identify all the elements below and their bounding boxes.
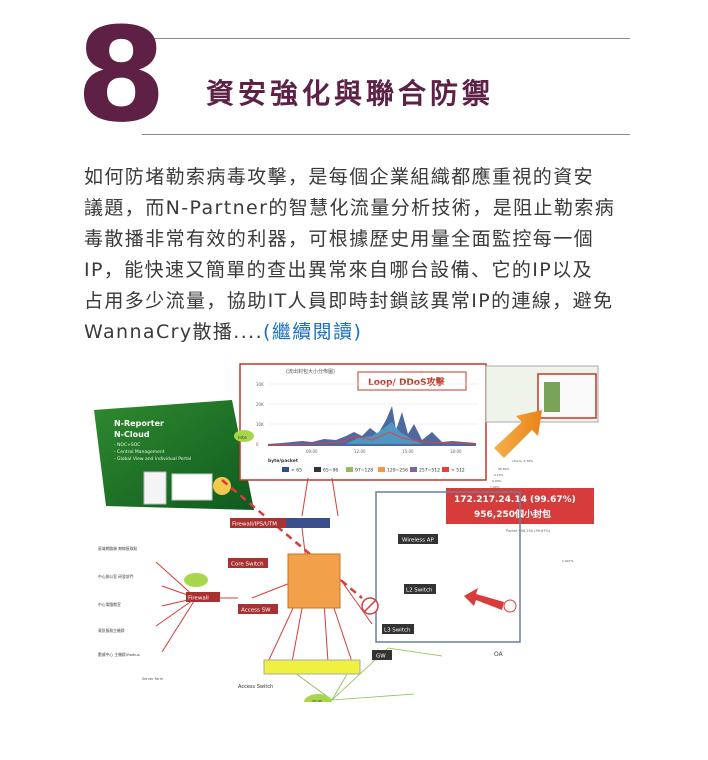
- server-appliance-icon: [143, 471, 167, 505]
- site-label: 中心電腦教室: [98, 602, 121, 607]
- legend-swatch: [410, 467, 417, 472]
- y-tick-label: 0: [256, 442, 259, 447]
- device-labels: Firewall/IPS/UTM Core Switch Firewall Ac…: [142, 430, 517, 702]
- section-number: 8: [76, 0, 167, 151]
- bottom-rule: [142, 134, 630, 135]
- mini-chart-panel: others, 2.78% 96.89% 9.10% 9.93% 7.44% 1…: [485, 365, 599, 563]
- network-diagram: N-Reporter N-Cloud - NOC+SOC - Central M…: [94, 363, 599, 702]
- legend-label: 65~96: [323, 468, 338, 474]
- ip-callout-line2: 956,250個小封包: [474, 508, 551, 520]
- reporter-title: N-Reporter: [114, 419, 164, 428]
- core-switch-label: Core Switch: [231, 562, 264, 568]
- internet-label: Inte: [238, 435, 247, 441]
- legend-label: 257~512: [419, 468, 440, 474]
- firewall-ips-label: Firewall/IPS/UTM: [232, 522, 277, 528]
- n-reporter-panel: N-Reporter N-Cloud - NOC+SOC - Central M…: [94, 400, 254, 510]
- reporter-subtitle: N-Cloud: [114, 430, 150, 439]
- intranet-cloud-icon: [304, 694, 332, 702]
- server-farm-label: Server Farm: [142, 677, 164, 681]
- wireless-ap-label: Wireless AP: [402, 538, 435, 544]
- reporter-item: - Global View and Individual Portal: [114, 456, 191, 462]
- pct-label: 9.93%: [492, 479, 502, 483]
- reporter-item: - NOC+SOC: [114, 442, 140, 448]
- firewall-appliance-icon: [286, 518, 330, 528]
- legend-label: 97~128: [355, 468, 373, 474]
- legend-label: 129~256: [387, 468, 408, 474]
- left-site-labels: 區域網路端 無線接取點 中心辦公室 研發部門 中心電腦教室 資訊服務主機群 數據…: [98, 546, 140, 657]
- chart-legend: < 65 65~96 97~128 129~256 257~512 > 512: [282, 467, 465, 474]
- site-label: 數據中心 主機群/Radius: [98, 652, 140, 657]
- site-label: 中心辦公室 研發部門: [98, 574, 134, 579]
- x-tick-label: 18:00: [450, 449, 462, 454]
- access-sw-label: Access SW: [241, 608, 271, 614]
- x-tick-label: 15:00: [402, 449, 414, 454]
- legend-swatch: [282, 467, 289, 472]
- intranet-label: 區網: [312, 700, 322, 702]
- attack-label-box: [357, 371, 467, 391]
- legend-label: > 512: [451, 468, 465, 474]
- alert-pc-icon: [503, 599, 517, 613]
- packet-note: Packet 956,250 (99.67%): [506, 529, 551, 533]
- gw-label: GW: [376, 654, 386, 660]
- legend-swatch: [442, 467, 449, 472]
- paragraph-line: IP，能快速又簡單的查出異常來自哪台設備、它的IP以及: [84, 259, 593, 281]
- traffic-line: [267, 431, 477, 446]
- red-arrow-icon: [464, 588, 504, 610]
- oa-label: OA: [494, 651, 504, 658]
- pct-label: others, 2.78%: [512, 459, 533, 463]
- chart-x-ticks: 09:00 12:00 15:00 18:00: [306, 449, 462, 454]
- attack-label: Loop/ DDoS攻擊: [368, 376, 446, 388]
- x-tick-label: 09:00: [306, 449, 318, 454]
- legend-swatch: [314, 467, 321, 472]
- traffic-chart-panel: (流出封包大小分佈圖) Loop/ DDoS攻擊 30K 20K 10K 0 09:0…: [239, 363, 487, 481]
- paragraph-line: 議題，而N-Partner的智慧化流量分析技術，是阻止勒索病: [84, 197, 616, 219]
- reporter-item: - Central Management: [114, 449, 165, 455]
- chart-panel-title: (流出封包大小分佈圖): [286, 368, 335, 375]
- l2-switch-label: L2 Switch: [406, 588, 433, 594]
- x-tick-label: 12:00: [354, 449, 366, 454]
- legend-swatch: [346, 467, 353, 472]
- attack-path: [221, 479, 363, 599]
- paragraph-line-text: WannaCry散播....: [84, 321, 264, 343]
- unit-label: byte/packet: [268, 458, 299, 464]
- article-paragraph: 如何防堵勒索病毒攻擊，是每個企業組織都應重視的資安 議題，而N-Partner的…: [84, 162, 644, 348]
- firewall-label: Firewall: [188, 596, 209, 602]
- access-switch-rack-icon: [263, 659, 361, 675]
- y-tick-label: 30K: [256, 382, 264, 387]
- pct-label: 7.44%: [490, 485, 500, 489]
- l3-switch-label: L3 Switch: [384, 628, 411, 634]
- top-rule: [142, 38, 630, 39]
- pct-label: 9.10%: [494, 473, 504, 477]
- internet-cloud-icon: [234, 430, 254, 442]
- paragraph-line: 如何防堵勒索病毒攻擊，是每個企業組織都應重視的資安: [84, 166, 595, 188]
- legend-swatch: [378, 467, 385, 472]
- report-screen-icon: [171, 473, 213, 501]
- wan-cloud-icon: [184, 573, 208, 587]
- paragraph-line: 占用多少流量，協助IT人員即時封鎖該異常IP的連線，避免: [84, 290, 614, 312]
- lan-frame: [375, 491, 521, 643]
- section-title: 資安強化與聯合防禦: [206, 77, 495, 110]
- mini-bar: [544, 382, 560, 412]
- access-switch-label: Access Switch: [238, 684, 273, 690]
- pct-label: 1.997%: [562, 559, 574, 563]
- ip-callout-line1: 172.217.24.14 (99.67%): [454, 495, 576, 505]
- arrow-icon: [494, 410, 542, 458]
- y-tick-label: 10K: [256, 422, 264, 427]
- pie-report-icon: [213, 477, 231, 495]
- legend-label: < 65: [291, 468, 302, 474]
- pct-label: 96.89%: [498, 467, 510, 471]
- paragraph-line: 毒散播非常有效的利器，可根據歷史用量全面監控每一個: [84, 228, 595, 250]
- site-label: 資訊服務主機群: [98, 628, 125, 633]
- read-more-link[interactable]: (繼續閱讀): [263, 321, 363, 343]
- site-label: 區域網路端 無線接取點: [98, 546, 137, 551]
- core-switch-rack-icon: [287, 553, 341, 609]
- y-tick-label: 20K: [256, 402, 264, 407]
- paragraph-line: WannaCry散播....(繼續閱讀): [84, 317, 644, 348]
